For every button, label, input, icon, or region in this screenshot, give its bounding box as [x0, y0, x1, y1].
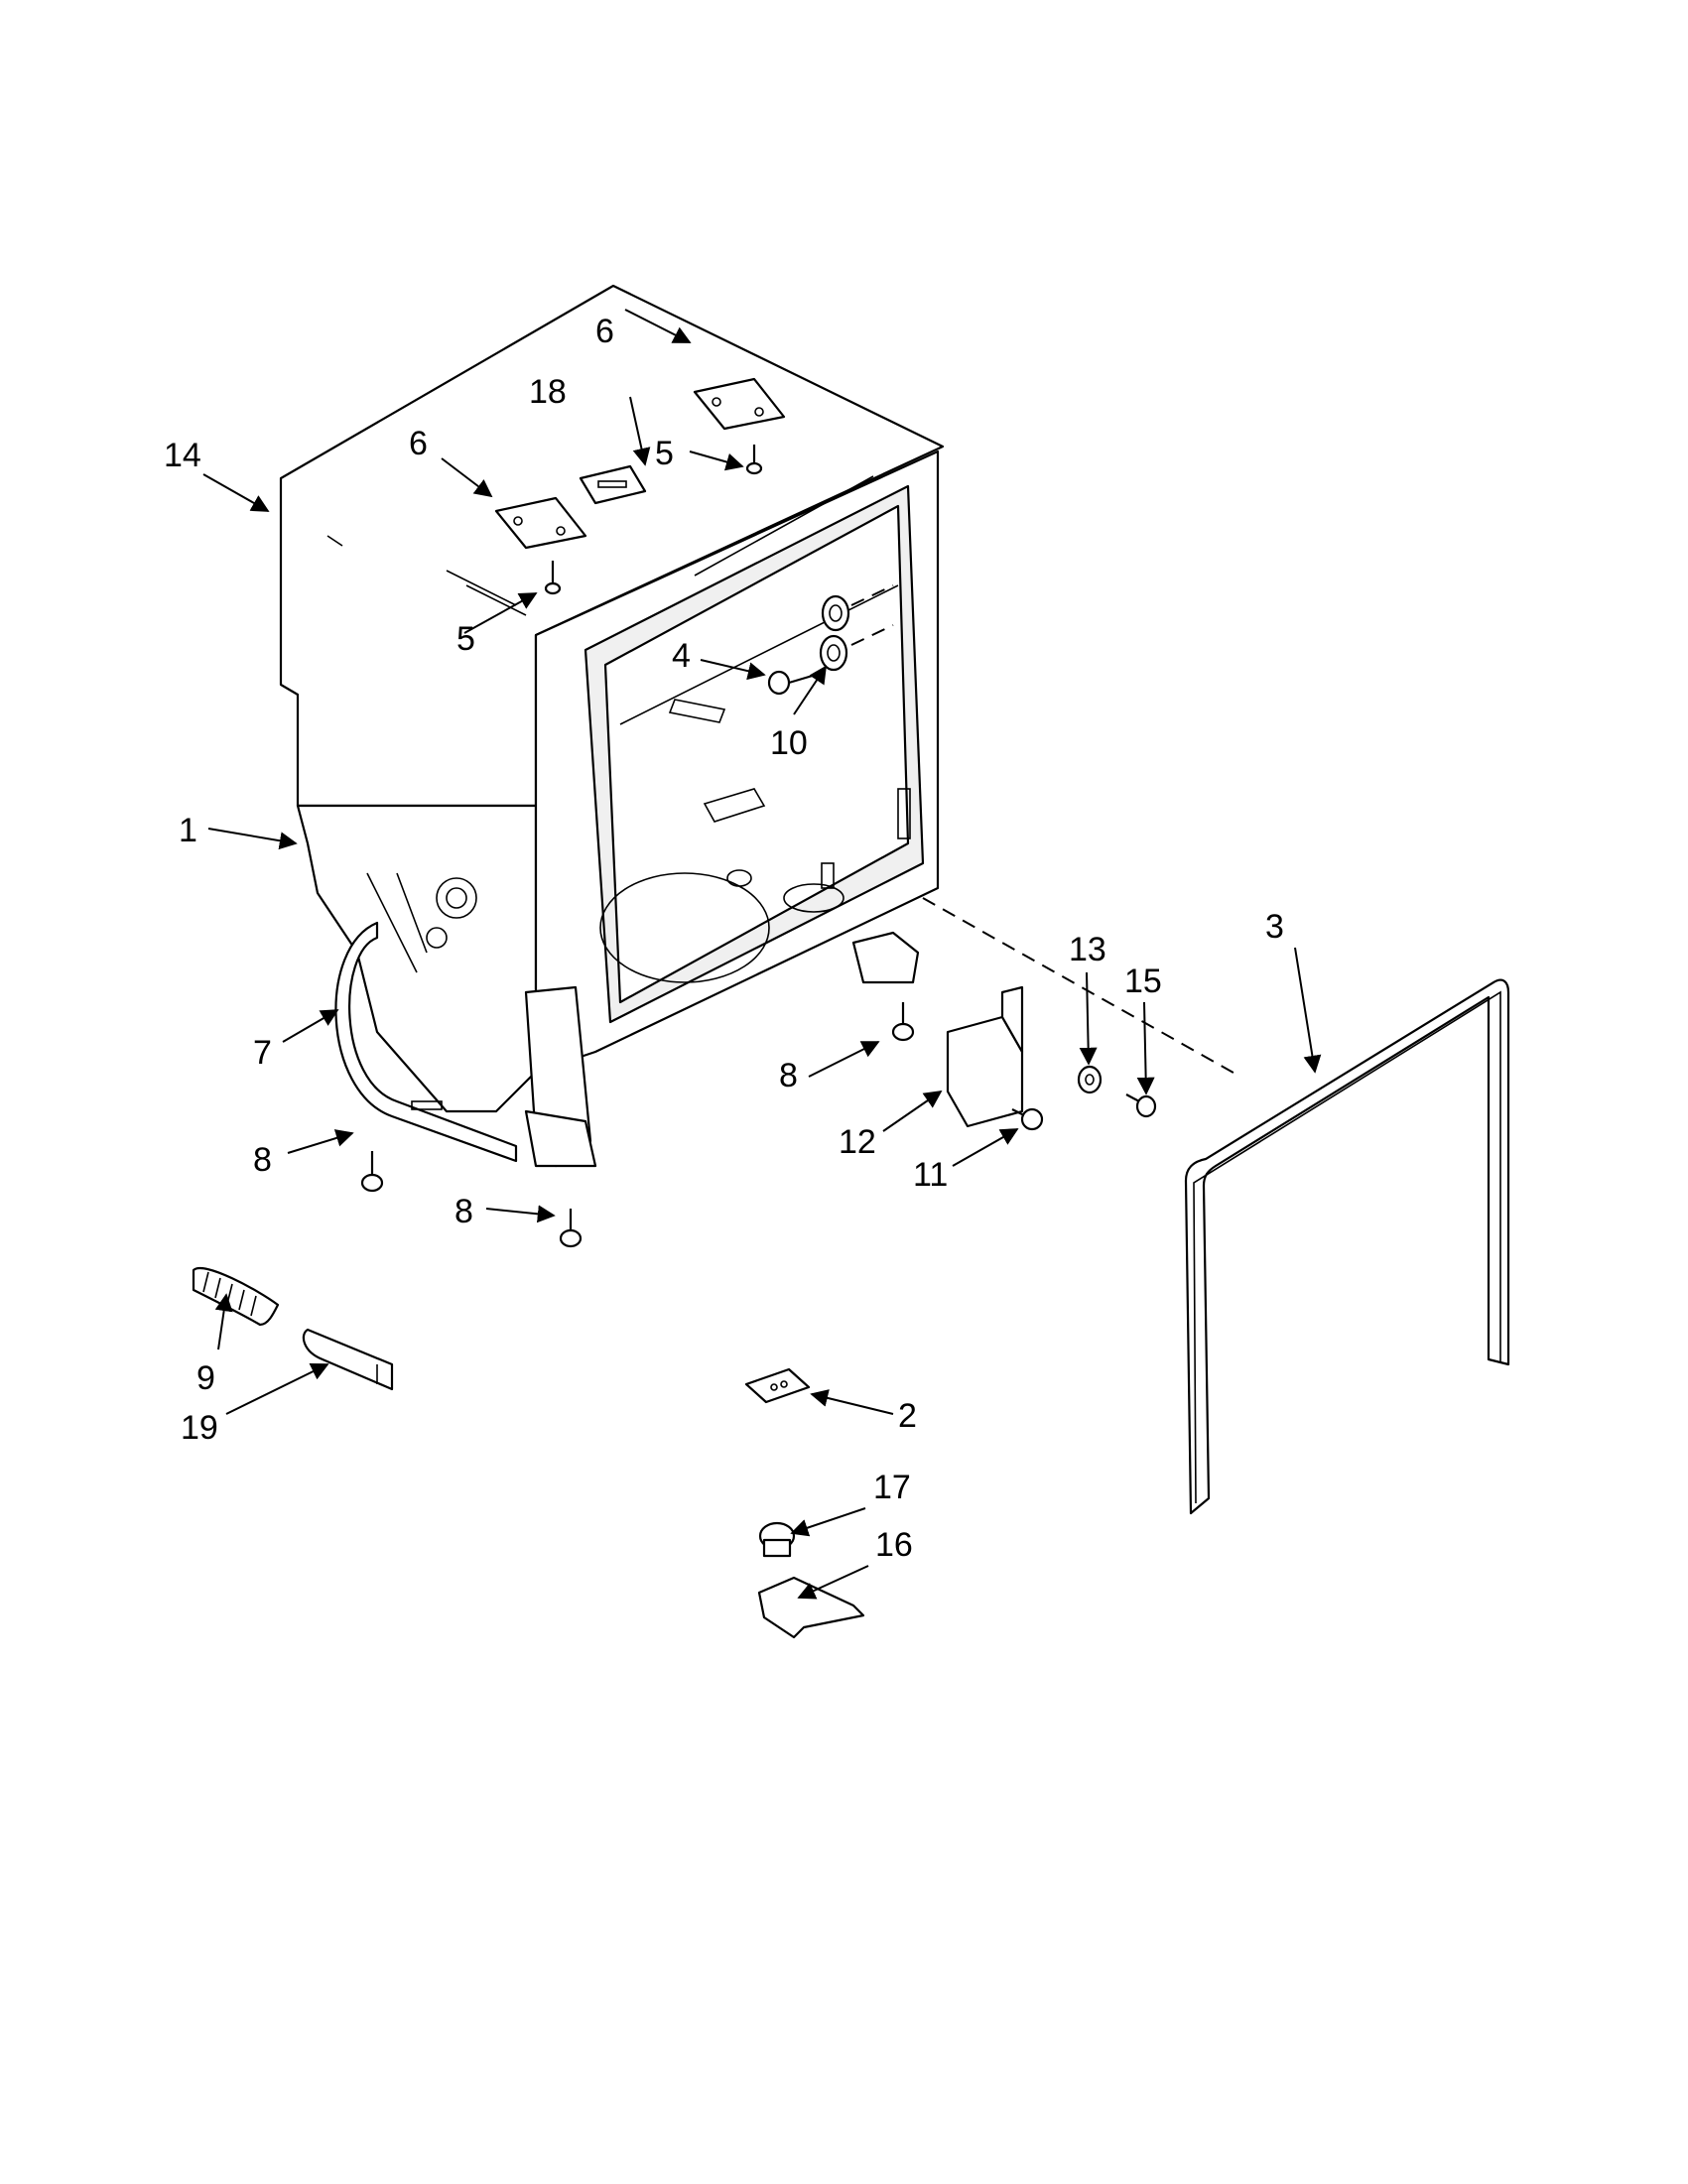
part-3-door-gasket — [1184, 978, 1510, 1515]
callout-8-right: 8 — [779, 1057, 798, 1094]
callout-11: 11 — [913, 1156, 948, 1194]
part-1-tub-base — [296, 804, 538, 1113]
assembly-line — [922, 897, 1241, 1078]
hinge-brackets — [524, 931, 920, 1168]
callout-3: 3 — [1265, 908, 1284, 946]
callout-16: 16 — [875, 1526, 913, 1564]
part-6-bracket-lower — [494, 496, 587, 550]
part-17-thermostat — [758, 1521, 796, 1558]
callout-labels: 14 18 6 5 6 5 4 10 1 7 8 8 8 12 11 13 15… — [164, 313, 1284, 1564]
part-8-foot-center — [559, 1209, 583, 1248]
part-6-bracket-upper — [693, 377, 786, 431]
part-7-drain-hose — [334, 921, 518, 1163]
callout-14: 14 — [164, 437, 201, 474]
callout-9: 9 — [196, 1359, 215, 1397]
part-10-rollers — [819, 584, 894, 672]
leader-lines — [202, 309, 1322, 1600]
callout-5-lower: 5 — [456, 620, 475, 658]
callout-13: 13 — [1069, 931, 1106, 968]
part-8-foot-right — [891, 1002, 915, 1042]
part-5-screw-lower — [544, 561, 562, 595]
callout-8-left: 8 — [253, 1141, 272, 1179]
part-15-screw — [1125, 1093, 1157, 1118]
part-11-screw — [1011, 1107, 1044, 1131]
part-9-spring — [192, 1267, 280, 1327]
part-5-screw-upper — [745, 445, 763, 475]
part-19-cover — [302, 1328, 394, 1391]
callout-5-upper: 5 — [655, 435, 674, 472]
callout-18: 18 — [529, 373, 567, 411]
callout-6-lower: 6 — [409, 425, 428, 462]
part-12-bracket — [946, 985, 1024, 1128]
part-18-clip — [579, 464, 647, 505]
part-2-plate — [744, 1367, 811, 1404]
part-8-foot-left — [360, 1151, 384, 1193]
callout-6-upper: 6 — [595, 313, 614, 350]
callout-7: 7 — [253, 1034, 272, 1072]
callout-1: 1 — [179, 812, 197, 849]
callout-19: 19 — [181, 1409, 218, 1447]
callout-17: 17 — [873, 1469, 911, 1506]
callout-2: 2 — [898, 1397, 917, 1435]
part-16-bracket — [757, 1576, 865, 1639]
callout-4: 4 — [672, 637, 691, 675]
part-13-nut — [1077, 1065, 1103, 1094]
callout-10: 10 — [770, 724, 808, 762]
callout-15: 15 — [1124, 963, 1162, 1000]
callout-8-center: 8 — [454, 1193, 473, 1230]
callout-12: 12 — [839, 1123, 876, 1161]
